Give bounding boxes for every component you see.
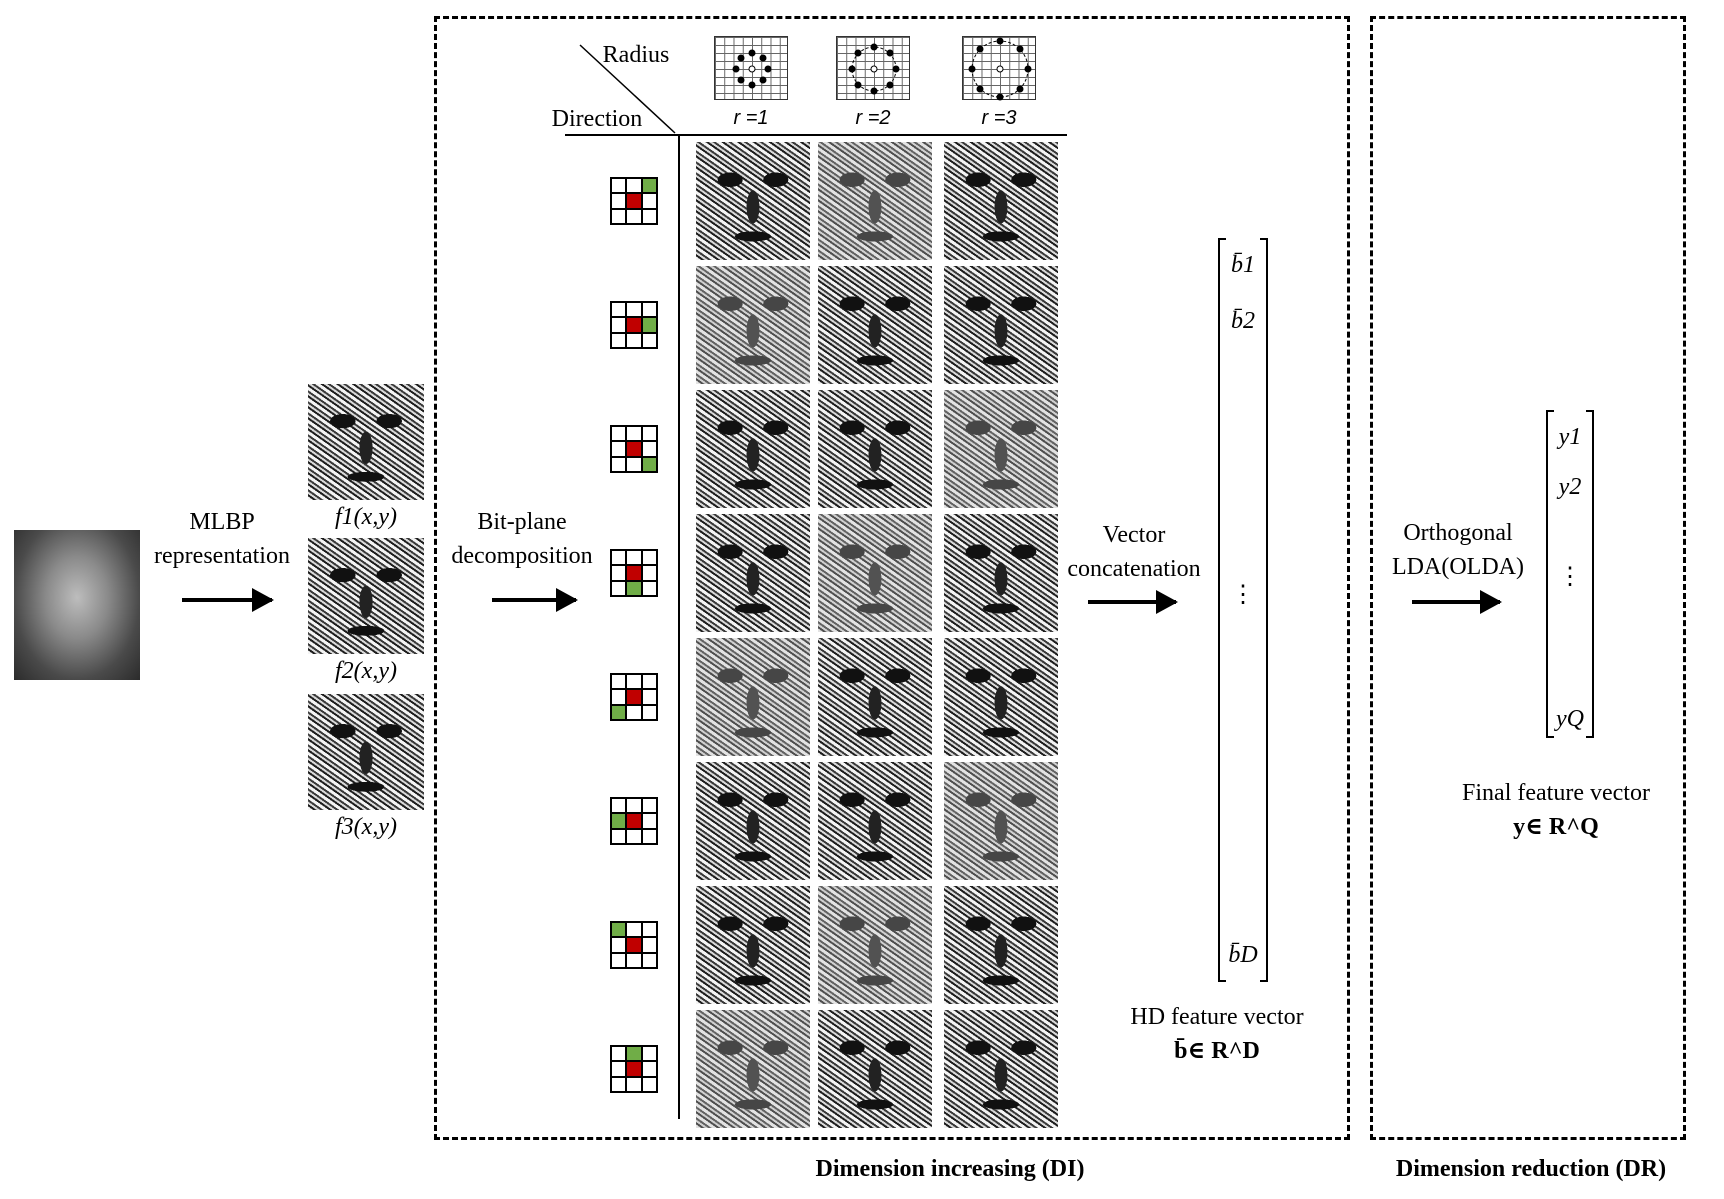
dimension-reduction-box bbox=[1370, 16, 1686, 1140]
header-rule bbox=[565, 134, 1067, 136]
bitplane-label: Bit-plane decomposition bbox=[451, 509, 593, 569]
radius-label: r =2 bbox=[855, 107, 891, 129]
final-vector-entry: y1 bbox=[1558, 424, 1582, 450]
olda-label: Orthogonal LDA(OLDA) bbox=[1392, 520, 1524, 580]
bitplane-face-image bbox=[818, 638, 932, 756]
vector-concat-label: Vector concatenation bbox=[1067, 522, 1201, 582]
dimension-increasing-caption: Dimension increasing (DI) bbox=[815, 1156, 1085, 1182]
olda-arrow bbox=[1412, 590, 1502, 614]
feature-map-label: f3(x,y) bbox=[335, 814, 397, 840]
bitplane-face-image bbox=[696, 390, 810, 508]
direction-header: Direction bbox=[551, 106, 643, 132]
hd-vector-right-bracket bbox=[1260, 238, 1268, 982]
hd-vector-entry: b̄D bbox=[1228, 942, 1258, 968]
direction-mask-icon bbox=[610, 673, 658, 721]
bitplane-face-image bbox=[944, 886, 1058, 1004]
bitplane-face-image bbox=[818, 886, 932, 1004]
bitplane-face-image bbox=[818, 142, 932, 260]
feature-map-f3 bbox=[308, 694, 424, 810]
direction-mask-icon bbox=[610, 177, 658, 225]
hd-vector-entry: b̄1 bbox=[1231, 252, 1255, 278]
radius-3-grid-icon bbox=[962, 36, 1036, 101]
bitplane-face-image bbox=[944, 514, 1058, 632]
bitplane-arrow bbox=[492, 588, 578, 612]
bitplane-face-image bbox=[818, 762, 932, 880]
final-vector-entry: y2 bbox=[1558, 474, 1582, 500]
hd-vector-caption: HD feature vector b̄∈ R^D bbox=[1130, 1004, 1304, 1064]
radius-2-grid-icon bbox=[836, 36, 910, 100]
hd-vector-entry: ⋮ bbox=[1231, 582, 1255, 608]
bitplane-face-image bbox=[696, 1010, 810, 1128]
hd-vector-left-bracket bbox=[1218, 238, 1226, 982]
final-vector-entry: ⋮ bbox=[1558, 564, 1582, 590]
radius-label: r =1 bbox=[733, 107, 769, 129]
bitplane-face-image bbox=[944, 142, 1058, 260]
final-vector-caption: Final feature vector y∈ R^Q bbox=[1462, 780, 1650, 840]
bitplane-face-image bbox=[944, 266, 1058, 384]
bitplane-face-image bbox=[818, 390, 932, 508]
feature-map-label: f1(x,y) bbox=[335, 504, 397, 530]
bitplane-face-image bbox=[696, 638, 810, 756]
mlbp-label: MLBP representation bbox=[154, 509, 290, 569]
bitplane-face-image bbox=[696, 142, 810, 260]
direction-mask-icon bbox=[610, 1045, 658, 1093]
final-vector-right-bracket bbox=[1586, 410, 1594, 738]
header-diagonal bbox=[579, 44, 676, 134]
concat-arrow bbox=[1088, 590, 1178, 614]
direction-mask-icon bbox=[610, 425, 658, 473]
bitplane-face-image bbox=[818, 266, 932, 384]
feature-map-f1 bbox=[308, 384, 424, 500]
bitplane-face-image bbox=[818, 514, 932, 632]
direction-mask-icon bbox=[610, 797, 658, 845]
bitplane-face-image bbox=[696, 514, 810, 632]
radius-label: r =3 bbox=[981, 107, 1017, 129]
bitplane-face-image bbox=[696, 762, 810, 880]
bitplane-face-image bbox=[944, 762, 1058, 880]
bitplane-face-image bbox=[944, 638, 1058, 756]
bitplane-face-image bbox=[818, 1010, 932, 1128]
bitplane-face-image bbox=[944, 1010, 1058, 1128]
direction-mask-icon bbox=[610, 301, 658, 349]
feature-map-label: f2(x,y) bbox=[335, 658, 397, 684]
final-vector-left-bracket bbox=[1546, 410, 1554, 738]
input-face-image bbox=[14, 530, 140, 680]
feature-map-f2 bbox=[308, 538, 424, 654]
dimension-reduction-caption: Dimension reduction (DR) bbox=[1395, 1156, 1667, 1182]
bitplane-face-image bbox=[944, 390, 1058, 508]
radius-1-grid-icon bbox=[714, 36, 788, 100]
mlbp-arrow bbox=[182, 588, 274, 612]
bitplane-face-image bbox=[696, 886, 810, 1004]
radius-header: Radius bbox=[602, 42, 670, 68]
direction-mask-icon bbox=[610, 549, 658, 597]
bitplane-face-image bbox=[696, 266, 810, 384]
final-vector-entry: yQ bbox=[1556, 706, 1584, 732]
dimension-increasing-box bbox=[434, 16, 1350, 1140]
direction-axis-rule bbox=[678, 134, 680, 1119]
direction-mask-icon bbox=[610, 921, 658, 969]
hd-vector-entry: b̄2 bbox=[1231, 308, 1255, 334]
